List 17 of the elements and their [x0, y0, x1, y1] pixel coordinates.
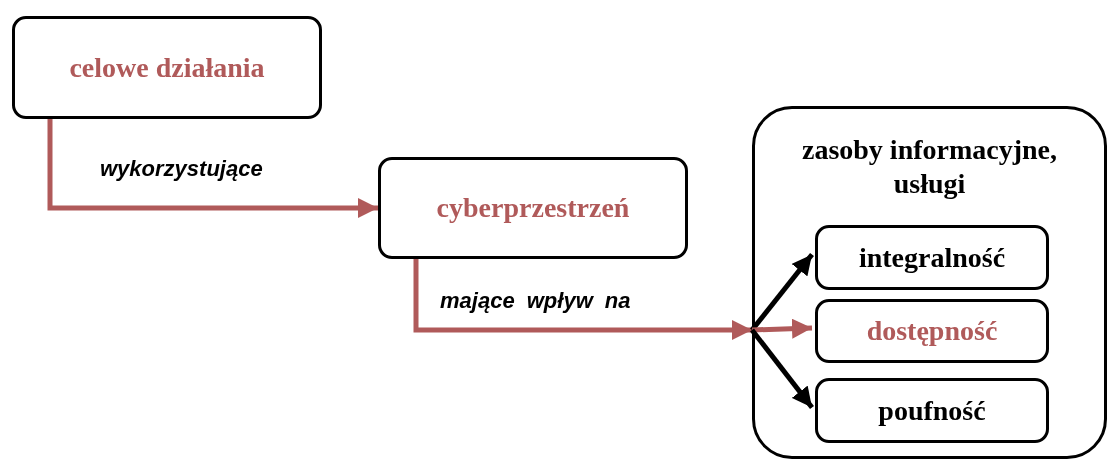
- arrow: [750, 252, 814, 332]
- arrow: [750, 328, 814, 410]
- rounded-box: [12, 16, 322, 119]
- rounded-box: [815, 378, 1049, 443]
- group-box: [752, 106, 1107, 459]
- arrow: [47, 119, 378, 218]
- rounded-box: [815, 225, 1049, 290]
- group-heading: zasoby informacyjne, usługi: [800, 133, 1059, 201]
- rounded-box: [378, 157, 688, 259]
- box-label: cyberprzestrzeń: [436, 191, 630, 225]
- box-label: integralność: [858, 240, 1006, 275]
- arrow: [413, 259, 752, 340]
- arrow: [751, 318, 813, 339]
- box-label: celowe działania: [69, 50, 265, 85]
- box-label: dostępność: [866, 314, 998, 348]
- rounded-box: [815, 299, 1049, 363]
- box-label: poufność: [878, 393, 986, 428]
